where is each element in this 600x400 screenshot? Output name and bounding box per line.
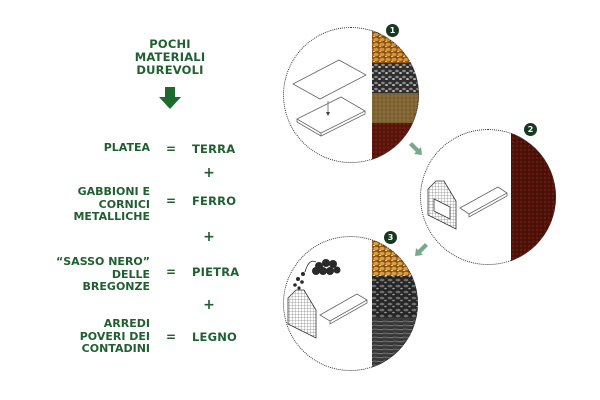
equals-sign: = — [166, 330, 177, 344]
arrow-step2-to-step3-icon — [412, 241, 430, 259]
heading-line-3: DUREVOLI — [136, 63, 204, 77]
equation-platea: PLATEA = TERRA — [40, 141, 300, 182]
step-1-dotted-border — [283, 27, 419, 163]
down-arrow-icon — [158, 87, 182, 111]
equation-lhs: “SASSO NERO” DELLE BREGONZE — [56, 255, 150, 294]
equals-sign: = — [166, 194, 177, 208]
equation-rhs-terra: TERRA — [192, 142, 236, 156]
plus-sign: + — [203, 165, 215, 181]
step-3-dotted-border — [283, 236, 418, 371]
equals-sign: = — [166, 142, 177, 156]
heading-pochi-materiali-durevoli: POCHI MATERIALI DUREVOLI — [130, 38, 210, 77]
step-2-dotted-border — [420, 129, 556, 265]
lhs-line: DELLE — [111, 267, 150, 281]
heading-line-2: MATERIALI — [134, 50, 206, 64]
equation-rhs-legno: LEGNO — [192, 330, 238, 344]
heading-line-1: POCHI — [149, 37, 191, 51]
lhs-line: PLATEA — [103, 141, 150, 154]
lhs-line: POVERI DEI — [79, 329, 150, 343]
lhs-line: CORNICI — [98, 197, 150, 211]
equation-sasso-nero: “SASSO NERO” DELLE BREGONZE = PIETRA — [40, 255, 300, 296]
equation-gabbioni: GABBIONI E CORNICI METALLICHE = FERRO — [40, 185, 300, 226]
step-2-badge: 2 — [524, 123, 537, 136]
lhs-line: ARREDI — [103, 317, 150, 330]
lhs-line: BREGONZE — [82, 280, 150, 293]
lhs-line: CONTADINI — [81, 342, 150, 355]
plus-sign: + — [203, 297, 215, 313]
arrow-step1-to-step2-icon — [407, 140, 425, 158]
equation-rhs-pietra: PIETRA — [192, 265, 240, 279]
equation-rhs-ferro: FERRO — [192, 194, 237, 208]
lhs-line: “SASSO NERO” — [56, 255, 150, 268]
equation-arredi: ARREDI POVERI DEI CONTADINI = LEGNO — [40, 317, 300, 358]
plus-sign: + — [203, 229, 215, 245]
equation-lhs: ARREDI POVERI DEI CONTADINI — [79, 317, 150, 356]
lhs-line: GABBIONI E — [77, 185, 150, 198]
step-3-badge: 3 — [384, 231, 397, 244]
lhs-line: METALLICHE — [73, 210, 150, 223]
equals-sign: = — [166, 265, 177, 279]
step-1-badge: 1 — [386, 24, 399, 37]
equation-lhs: GABBIONI E CORNICI METALLICHE — [73, 185, 150, 224]
equation-lhs: PLATEA — [103, 141, 150, 155]
